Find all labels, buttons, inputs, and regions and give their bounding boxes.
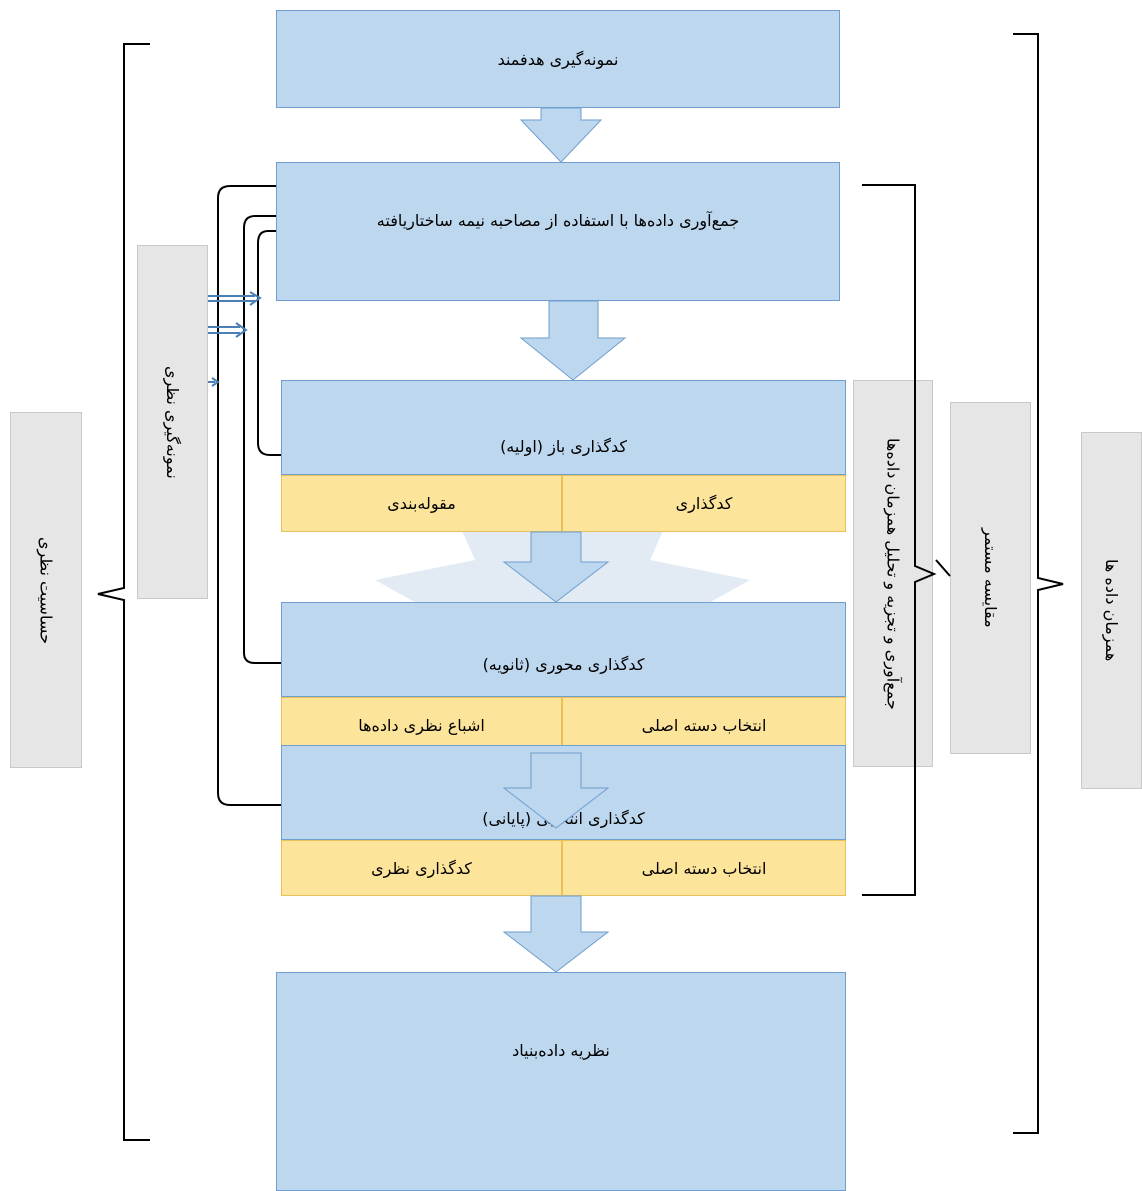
down-arrow-5	[502, 895, 610, 973]
grounded-theory-box: نظریه داده‌بنیاد	[276, 972, 846, 1191]
down-arrow-3	[502, 531, 610, 603]
data-collection-label: جمع‌آوری داده‌ها با استفاده از مصاحبه نی…	[376, 211, 740, 230]
simultaneous-data-box: همزمان داده ها	[1081, 432, 1142, 789]
selective-coding-left-label: کدگذاری نظری	[371, 858, 472, 878]
purposeful-sampling-label: نمونه‌گیری هدفمند	[497, 49, 619, 69]
theoretical-sensitivity-box: حساسیت نظری	[10, 412, 82, 768]
constant-comparison-label: مقایسه مستمر	[981, 528, 1000, 628]
left-brace	[97, 43, 150, 1141]
right-brace	[1013, 33, 1064, 1134]
selective-coding-right-sub: انتخاب دسته اصلی	[562, 840, 846, 896]
open-coding-right-sub: کدگذاری	[562, 475, 846, 532]
theoretical-sensitivity-label: حساسیت نظری	[36, 536, 56, 644]
simultaneous-analysis-label: جمع‌آوری و تجزیه و تحلیل همزمان داده‌ها	[883, 437, 903, 710]
theoretical-sampling-label: نمونه‌گیری نظری	[163, 365, 182, 479]
loop-line-middle	[243, 215, 281, 664]
middle-right-brace	[862, 184, 937, 896]
down-arrow-1	[519, 107, 603, 163]
simultaneous-analysis-box: جمع‌آوری و تجزیه و تحلیل همزمان داده‌ها	[853, 380, 933, 767]
data-collection-box: جمع‌آوری داده‌ها با استفاده از مصاحبه نی…	[276, 162, 840, 301]
open-coding-left-label: مقوله‌بندی	[387, 494, 456, 513]
constant-comparison-box: مقایسه مستمر	[950, 402, 1031, 754]
axial-coding-box: کدگذاری محوری (ثانویه)	[281, 602, 846, 697]
loop-line-outer	[217, 185, 281, 806]
axial-coding-label: کدگذاری محوری (ثانویه)	[482, 655, 645, 674]
loop-line-inner	[257, 230, 281, 456]
open-coding-right-label: کدگذاری	[675, 494, 733, 513]
simultaneous-data-label: همزمان داده ها	[1102, 559, 1121, 662]
axial-coding-right-sub: انتخاب دسته اصلی	[562, 697, 846, 753]
down-arrow-2	[519, 300, 627, 381]
down-arrow-4	[502, 752, 610, 829]
grounded-theory-label: نظریه داده‌بنیاد	[512, 1041, 610, 1060]
selective-coding-right-label: انتخاب دسته اصلی	[641, 858, 767, 878]
open-coding-box: کدگذاری باز (اولیه)	[281, 380, 846, 475]
theoretical-sampling-box: نمونه‌گیری نظری	[137, 245, 208, 599]
open-coding-left-sub: مقوله‌بندی	[281, 475, 562, 532]
selective-coding-left-sub: کدگذاری نظری	[281, 840, 562, 896]
axial-coding-left-label: اشباع نظری داده‌ها	[358, 715, 485, 735]
axial-coding-right-label: انتخاب دسته اصلی	[641, 715, 767, 735]
open-coding-label: کدگذاری باز (اولیه)	[500, 437, 627, 456]
